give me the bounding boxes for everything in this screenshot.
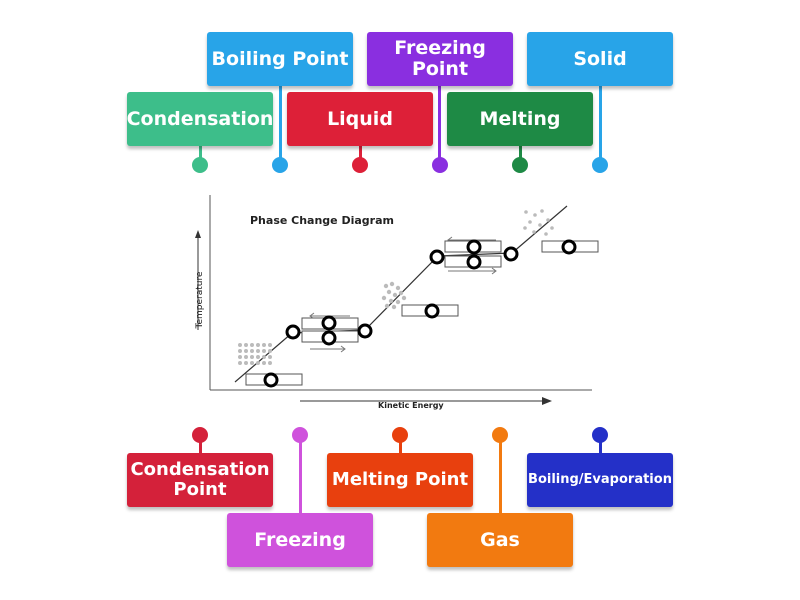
connector-stem [199, 140, 202, 165]
connector-stem [359, 140, 362, 165]
pin-dot [192, 157, 208, 173]
drop-target[interactable] [561, 239, 577, 255]
drop-target[interactable] [357, 323, 373, 339]
drop-target[interactable] [321, 330, 337, 346]
pin-dot [192, 427, 208, 443]
x-axis-label: Kinetic Energy [378, 401, 444, 410]
drop-target[interactable] [466, 254, 482, 270]
pin-dot [592, 157, 608, 173]
label-liquid[interactable]: Liquid [287, 92, 433, 146]
connector-stem [499, 435, 502, 520]
drop-target[interactable] [466, 239, 482, 255]
label-freezing[interactable]: Freezing [227, 513, 373, 567]
phase-change-diagram: Phase Change Diagram Temperature Kinetic… [190, 190, 610, 415]
pin-dot [512, 157, 528, 173]
connector-stem [399, 435, 402, 460]
label-condensation-point[interactable]: Condensation Point [127, 453, 273, 507]
connector-stem [438, 80, 441, 165]
pin-dot [272, 157, 288, 173]
drop-target[interactable] [321, 315, 337, 331]
diagram-title: Phase Change Diagram [250, 214, 394, 227]
label-gas[interactable]: Gas [427, 513, 573, 567]
drop-target[interactable] [263, 372, 279, 388]
gas-particles [523, 209, 554, 236]
connector-stem [599, 435, 602, 460]
connector-stem [599, 80, 602, 165]
label-condensation[interactable]: Condensation [127, 92, 273, 146]
drop-target[interactable] [429, 249, 445, 265]
pin-dot [432, 157, 448, 173]
connector-stem [519, 140, 522, 165]
drop-target[interactable] [424, 303, 440, 319]
drop-target[interactable] [285, 324, 301, 340]
pin-dot [492, 427, 508, 443]
connector-stem [279, 80, 282, 165]
pin-dot [592, 427, 608, 443]
drop-target[interactable] [503, 246, 519, 262]
pin-dot [292, 427, 308, 443]
connector-stem [199, 435, 202, 460]
label-melting-point[interactable]: Melting Point [327, 453, 473, 507]
solid-particles [238, 343, 272, 365]
pin-dot [392, 427, 408, 443]
y-axis-label: Temperature [195, 271, 205, 329]
connector-stem [299, 435, 302, 520]
liquid-particles [381, 281, 407, 310]
pin-dot [352, 157, 368, 173]
label-melting[interactable]: Melting [447, 92, 593, 146]
label-boiling-point[interactable]: Boiling Point [207, 32, 353, 86]
label-boiling-evaporation[interactable]: Boiling/Evaporation [527, 453, 673, 507]
label-solid[interactable]: Solid [527, 32, 673, 86]
label-freezing-point[interactable]: Freezing Point [367, 32, 513, 86]
